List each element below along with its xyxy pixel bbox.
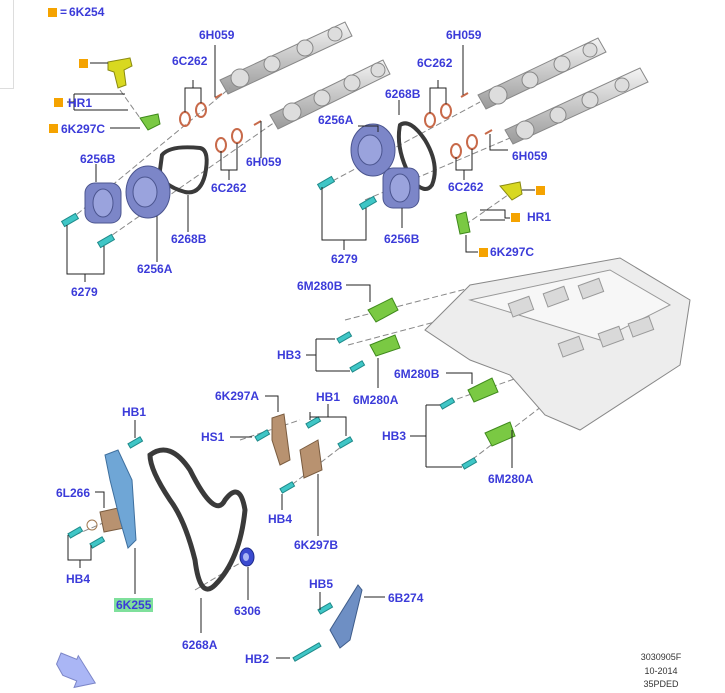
legend-orange-square bbox=[48, 8, 57, 17]
bolts bbox=[60, 175, 478, 662]
legend-equals: = bbox=[60, 5, 68, 19]
label-6279-left: 6279 bbox=[71, 285, 98, 299]
label-6m280b-lower: 6M280B bbox=[394, 367, 440, 381]
label-6h059-lower-right: 6H059 bbox=[512, 149, 548, 163]
illustration-id: 3030905F bbox=[640, 652, 682, 662]
label-6k297a: 6K297A bbox=[215, 389, 260, 403]
vct-unit-6256b-left bbox=[84, 182, 122, 224]
illustration-date: 10-2014 bbox=[644, 666, 678, 676]
assembly-axis-lines bbox=[69, 87, 551, 591]
vct-unit-6256a-left bbox=[125, 165, 171, 219]
vct-unit-6256a-right bbox=[350, 123, 396, 177]
label-hs1: HS1 bbox=[201, 430, 225, 444]
label-6c262-upper-right: 6C262 bbox=[417, 56, 453, 70]
label-6k297c-right: 6K297C bbox=[490, 245, 535, 259]
label-6256b-left: 6256B bbox=[80, 152, 116, 166]
label-6k297c-left: 6K297C bbox=[61, 122, 106, 136]
label-6268a: 6268A bbox=[182, 638, 218, 652]
idler-6306 bbox=[239, 547, 255, 567]
label-hb5: HB5 bbox=[309, 577, 334, 591]
label-6k297b: 6K297B bbox=[294, 538, 339, 552]
label-6h059-lower-left: 6H059 bbox=[246, 155, 282, 169]
label-6256a-right: 6256A bbox=[318, 113, 354, 127]
label-6279-right: 6279 bbox=[331, 252, 358, 266]
marker-6k254-sensor-left bbox=[79, 59, 88, 68]
illustration-code: 35PDED bbox=[643, 679, 679, 689]
view-direction-arrow-icon bbox=[55, 652, 97, 689]
legend-part-6k254: 6K254 bbox=[69, 5, 105, 19]
label-hr1-right: HR1 bbox=[527, 210, 552, 224]
camshaft-right-upper bbox=[477, 37, 607, 110]
label-hb3-upper: HB3 bbox=[277, 348, 302, 362]
marker-6k254-sensor-right bbox=[536, 186, 545, 195]
leader-lines bbox=[66, 45, 535, 659]
bracket-6b274 bbox=[329, 584, 363, 649]
primary-timing-chain bbox=[147, 447, 248, 592]
cylinder-head bbox=[424, 257, 691, 431]
label-6268b-left: 6268B bbox=[171, 232, 207, 246]
marker-6k254-6k297c-left bbox=[49, 124, 58, 133]
label-hb1-right: HB1 bbox=[316, 390, 341, 404]
vct-oil-control-left bbox=[107, 57, 161, 131]
adjacent-panel-edge bbox=[0, 0, 14, 89]
marker-6k254-6k297c-right bbox=[479, 248, 488, 257]
chain-guides-upper bbox=[271, 413, 323, 479]
label-hb3-lower: HB3 bbox=[382, 429, 407, 443]
label-hr1-left: HR1 bbox=[68, 96, 93, 110]
label-6c262-lower-left: 6C262 bbox=[211, 181, 247, 195]
label-6268b-right: 6268B bbox=[385, 87, 421, 101]
label-hb1-left: HB1 bbox=[122, 405, 147, 419]
vct-solenoids bbox=[367, 297, 516, 447]
vct-unit-6256b-right bbox=[382, 167, 420, 209]
label-6h059-upper-right: 6H059 bbox=[446, 28, 482, 42]
camshaft-left-upper bbox=[219, 21, 353, 95]
label-6c262-upper-left: 6C262 bbox=[172, 54, 208, 68]
label-6c262-lower-right: 6C262 bbox=[448, 180, 484, 194]
label-6k255-highlighted: 6K255 bbox=[114, 598, 154, 612]
label-6m280a-upper: 6M280A bbox=[353, 393, 399, 407]
label-6256a-left: 6256A bbox=[137, 262, 173, 276]
label-6b274: 6B274 bbox=[388, 591, 424, 605]
label-hb2: HB2 bbox=[245, 652, 270, 666]
marker-6k254-hr1-left bbox=[54, 98, 63, 107]
chain-guide-6k255 bbox=[104, 449, 137, 549]
label-6m280a-lower: 6M280A bbox=[488, 472, 534, 486]
label-6306: 6306 bbox=[234, 604, 261, 618]
vct-oil-control-right bbox=[455, 181, 523, 235]
label-hb4-right: HB4 bbox=[268, 512, 293, 526]
label-6h059-upper-left: 6H059 bbox=[199, 28, 235, 42]
marker-6k254-hr1-right bbox=[511, 213, 520, 222]
camshaft-left-lower bbox=[269, 59, 391, 130]
label-6256b-right: 6256B bbox=[384, 232, 420, 246]
label-hb4-left: HB4 bbox=[66, 572, 91, 586]
label-6l266: 6L266 bbox=[56, 486, 91, 500]
camshaft-right-lower bbox=[504, 67, 649, 145]
label-6m280b-upper: 6M280B bbox=[297, 279, 343, 293]
